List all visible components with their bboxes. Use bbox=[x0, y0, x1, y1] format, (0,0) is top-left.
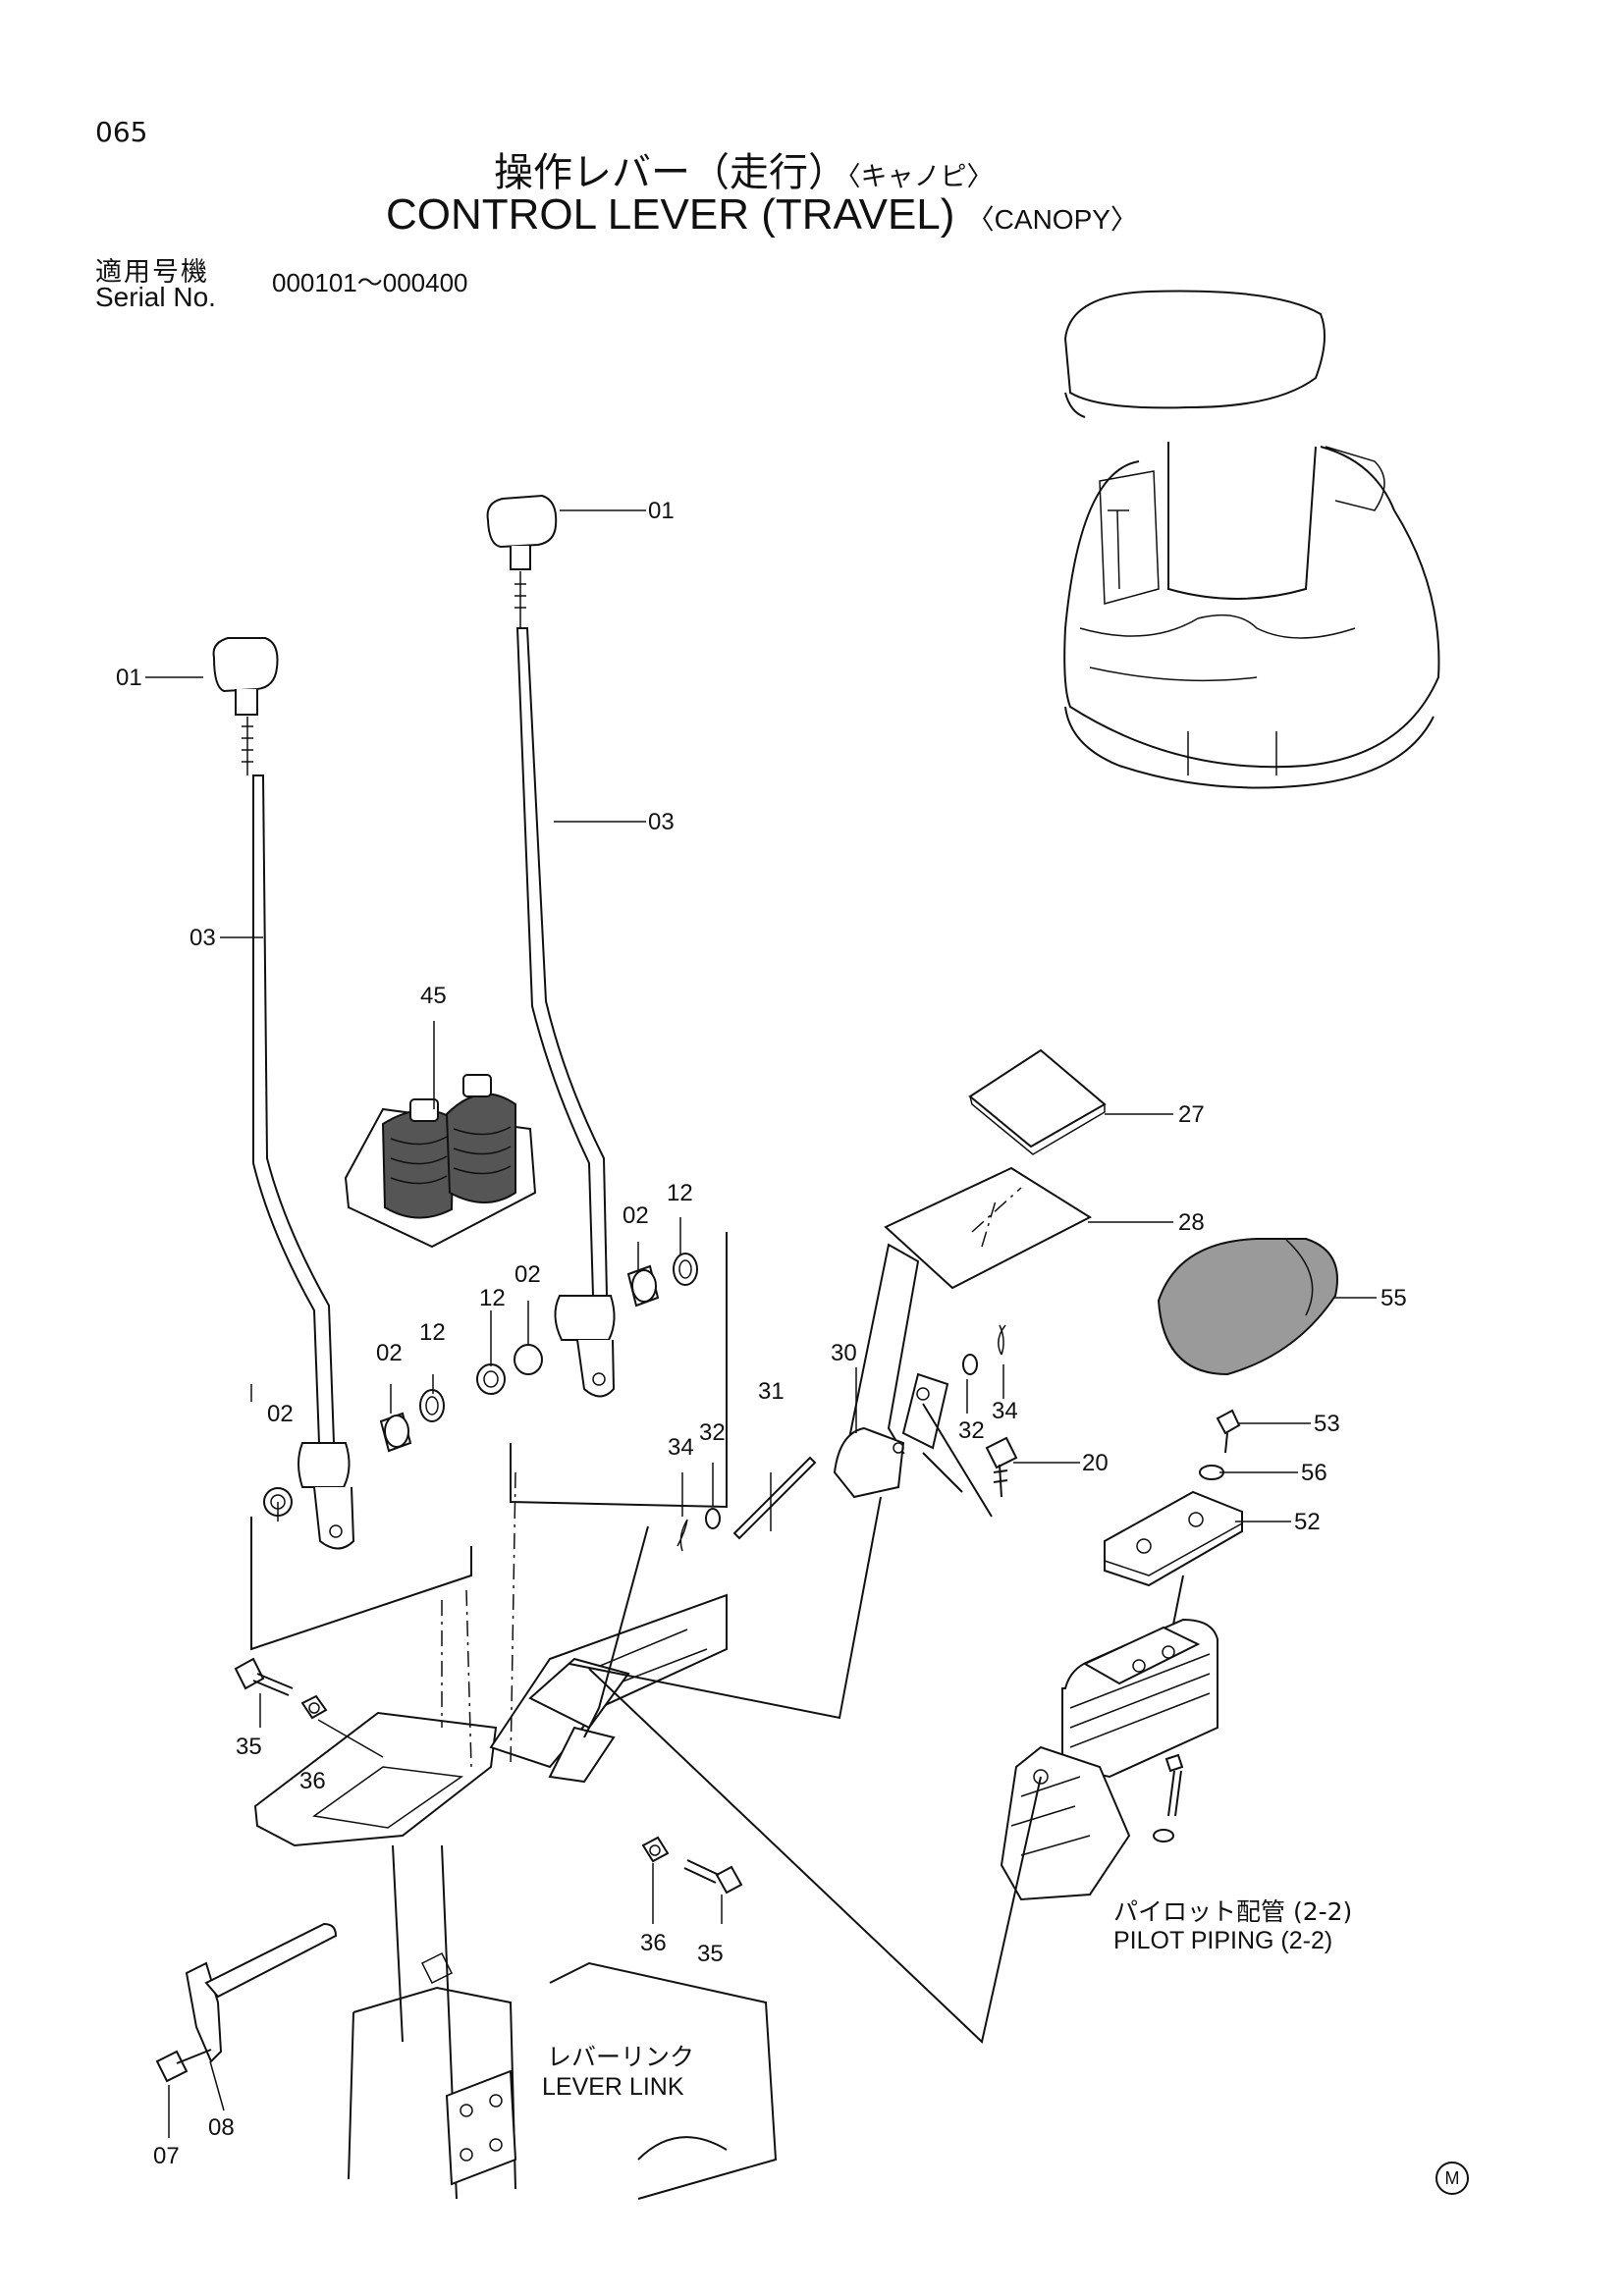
callout-02-left-lower: 02 bbox=[267, 1401, 294, 1427]
callout-55: 55 bbox=[1380, 1285, 1407, 1311]
callout-30: 30 bbox=[831, 1340, 857, 1366]
callout-34-right: 34 bbox=[992, 1398, 1018, 1424]
callout-07: 07 bbox=[153, 2143, 180, 2169]
manufacturer-mark: M bbox=[1435, 2162, 1469, 2195]
callout-08: 08 bbox=[208, 2114, 235, 2141]
title-jp-variant: 〈キャノピ〉 bbox=[847, 162, 994, 192]
callout-20: 20 bbox=[1082, 1450, 1109, 1476]
title-en-variant: 〈CANOPY〉 bbox=[966, 204, 1138, 235]
valve-assembly bbox=[1000, 1490, 1243, 1901]
dust-boot-45 bbox=[344, 1074, 537, 1249]
title-en-main: CONTROL LEVER (TRAVEL) bbox=[386, 190, 955, 239]
callout-12-left: 12 bbox=[419, 1319, 446, 1346]
callout-36-left: 36 bbox=[299, 1768, 326, 1794]
callout-35-left: 35 bbox=[236, 1734, 262, 1760]
machine-thumbnail bbox=[1063, 290, 1440, 789]
pilot-piping-label-en: PILOT PIPING (2-2) bbox=[1113, 1927, 1333, 1954]
callout-02-right-upper: 02 bbox=[623, 1202, 649, 1229]
pilot-piping-label-jp: パイロット配管 (2-2) bbox=[1113, 1897, 1353, 1926]
callout-28: 28 bbox=[1178, 1209, 1205, 1236]
left-lever-assembly bbox=[212, 637, 445, 1550]
callout-03-left: 03 bbox=[189, 925, 216, 951]
callout-03-right: 03 bbox=[648, 809, 675, 835]
callout-32-right: 32 bbox=[958, 1417, 985, 1444]
base-frame bbox=[253, 1593, 778, 2200]
page-title-jp: 操作レバー（走行）〈キャノピ〉 bbox=[494, 140, 994, 197]
callout-12-right-upper: 12 bbox=[667, 1180, 693, 1206]
callout-52: 52 bbox=[1294, 1509, 1321, 1535]
callout-01-left: 01 bbox=[116, 665, 142, 691]
right-lever-assembly bbox=[476, 494, 698, 1398]
callout-12-right-lower: 12 bbox=[479, 1285, 506, 1311]
callout-35-right: 35 bbox=[697, 1941, 724, 1967]
pins-and-clips bbox=[677, 1324, 1241, 1552]
serial-label-en: Serial No. bbox=[95, 282, 216, 312]
lever-link-label-jp: レバーリンク bbox=[547, 2043, 695, 2071]
serial-label-jp: 適用号機 bbox=[95, 257, 209, 288]
callout-31: 31 bbox=[758, 1378, 785, 1405]
callout-34-left: 34 bbox=[668, 1434, 694, 1461]
callout-02-right-lower: 02 bbox=[514, 1261, 541, 1288]
serial-range: 000101～000400 bbox=[272, 268, 468, 297]
lever-link-label-en: LEVER LINK bbox=[542, 2073, 684, 2101]
callout-56: 56 bbox=[1301, 1460, 1327, 1486]
leader-lines bbox=[145, 509, 1377, 2138]
callout-labels: 01 01 03 03 45 02 12 02 12 02 12 02 27 2… bbox=[116, 498, 1407, 2169]
page-number: 065 bbox=[95, 116, 148, 148]
pedal-assembly bbox=[732, 1048, 1338, 1540]
callout-53: 53 bbox=[1314, 1411, 1340, 1437]
callout-32-left: 32 bbox=[699, 1419, 726, 1446]
callout-27: 27 bbox=[1178, 1101, 1205, 1128]
fasteners bbox=[155, 1657, 743, 2083]
callout-02-left-upper: 02 bbox=[376, 1340, 403, 1366]
callout-45: 45 bbox=[420, 983, 447, 1009]
page-title-en: CONTROL LEVER (TRAVEL) 〈CANOPY〉 bbox=[386, 190, 1138, 240]
title-jp-main: 操作レバー（走行） bbox=[494, 150, 847, 195]
callout-36-right: 36 bbox=[640, 1930, 667, 1956]
callout-01-right: 01 bbox=[648, 498, 675, 524]
